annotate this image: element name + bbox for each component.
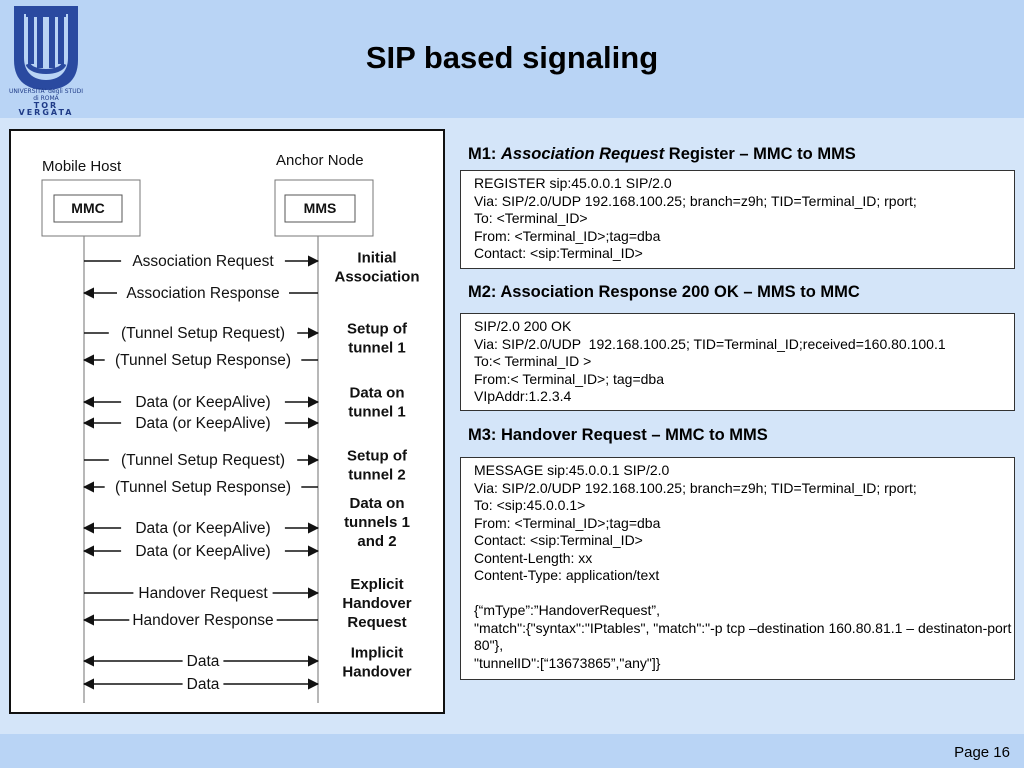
m3-line: To: <sip:45.0.0.1>	[474, 497, 586, 513]
m3-line: Content-Length: xx	[474, 549, 593, 566]
message-label: Data	[187, 676, 220, 693]
header-band	[0, 0, 1024, 118]
m3-line: "tunnelID":[“13673865”,"any"]}	[474, 654, 661, 671]
phase-label: and 2	[357, 533, 396, 550]
university-logo	[14, 6, 78, 90]
phase-label: Handover	[342, 664, 411, 681]
m1-line: To: <Terminal_ID>	[474, 210, 588, 226]
phase-label: Handover	[342, 595, 411, 612]
footer-band	[0, 734, 1024, 768]
phase-label: Request	[347, 614, 406, 631]
phase-label: tunnels 1	[344, 514, 410, 531]
message-label: Handover Request	[138, 585, 268, 602]
m3-line	[474, 585, 1014, 603]
logo-caption-line1: UNIVERSITA' degli STUDI di ROMA	[9, 88, 83, 102]
m1-heading-italic: Association Request	[501, 145, 665, 163]
slide-title: SIP based signaling	[365, 40, 659, 75]
phase-label: Data on	[349, 495, 404, 512]
message-label: Data	[187, 653, 220, 670]
m1-line: From: <Terminal_ID>;tag=dba	[474, 227, 661, 244]
mmc-box	[53, 194, 123, 223]
m3-line: "match":{"syntax":"IPtables", "match":"-…	[474, 619, 1012, 654]
m2-line: To:< Terminal_ID >	[474, 353, 592, 369]
phase-label: Setup of	[347, 448, 408, 465]
m1-line: Via: SIP/2.0/UDP 192.168.100.25; branch=…	[474, 192, 917, 209]
m3-line: From: <Terminal_ID>;tag=dba	[474, 514, 661, 531]
mms-label: MMS	[304, 200, 337, 216]
m1-heading-prefix: M1:	[468, 145, 501, 163]
phase-label: tunnel 1	[348, 404, 406, 421]
m1-line: Contact: <sip:Terminal_ID>	[474, 245, 643, 261]
phase-label: Association	[334, 269, 419, 286]
message-label: Data (or KeepAlive)	[135, 520, 270, 537]
m1-heading: M1: Association Request Register – MMC t…	[468, 145, 856, 164]
message-label: Association Response	[126, 285, 279, 302]
mobile-host-label: Mobile Host	[42, 158, 122, 175]
phase-label: Explicit	[350, 576, 403, 593]
m3-heading: M3: Handover Request – MMC to MMS	[468, 426, 768, 444]
m3-line: Via: SIP/2.0/UDP 192.168.100.25; branch=…	[474, 479, 917, 496]
m3-line: {“mType”:”HandoverRequest”,	[474, 602, 660, 618]
m2-line: SIP/2.0 200 OK	[474, 318, 572, 334]
message-label: Data (or KeepAlive)	[135, 415, 270, 432]
message-label: (Tunnel Setup Request)	[121, 325, 285, 342]
phase-label: Data on	[349, 385, 404, 402]
message-label: (Tunnel Setup Request)	[121, 452, 285, 469]
m3-line: Content-Type: application/text	[474, 567, 660, 583]
phase-label: Implicit	[351, 645, 404, 662]
phase-label: Initial	[357, 250, 396, 267]
message-label: Data (or KeepAlive)	[135, 543, 270, 560]
phase-label: tunnel 2	[348, 467, 406, 484]
phase-label: tunnel 1	[348, 340, 406, 357]
m2-line: From:< Terminal_ID>; tag=dba	[474, 370, 665, 387]
message-label: (Tunnel Setup Response)	[115, 352, 291, 369]
mms-box	[284, 194, 356, 223]
m3-line: Contact: <sip:Terminal_ID>	[474, 532, 643, 548]
mmc-label: MMC	[71, 200, 104, 216]
anchor-node-label: Anchor Node	[276, 152, 364, 169]
logo-caption-line2: TOR VERGATA	[18, 101, 74, 117]
m2-heading: M2: Association Response 200 OK – MMS to…	[468, 283, 860, 301]
message-label: Association Request	[132, 253, 274, 270]
m2-line: VIpAddr:1.2.3.4	[474, 388, 572, 404]
m3-line: MESSAGE sip:45.0.0.1 SIP/2.0	[474, 462, 670, 478]
message-label: Data (or KeepAlive)	[135, 394, 270, 411]
page-number: Page 16	[954, 744, 1010, 761]
m2-line: Via: SIP/2.0/UDP 192.168.100.25; TID=Ter…	[474, 335, 946, 352]
phase-label: Setup of	[347, 321, 408, 338]
m1-heading-suffix: Register – MMC to MMS	[664, 145, 856, 163]
message-label: Handover Response	[132, 612, 273, 629]
m1-line: REGISTER sip:45.0.0.1 SIP/2.0	[474, 175, 672, 191]
logo-caption: UNIVERSITA' degli STUDI di ROMA TOR VERG…	[6, 88, 86, 117]
message-label: (Tunnel Setup Response)	[115, 479, 291, 496]
